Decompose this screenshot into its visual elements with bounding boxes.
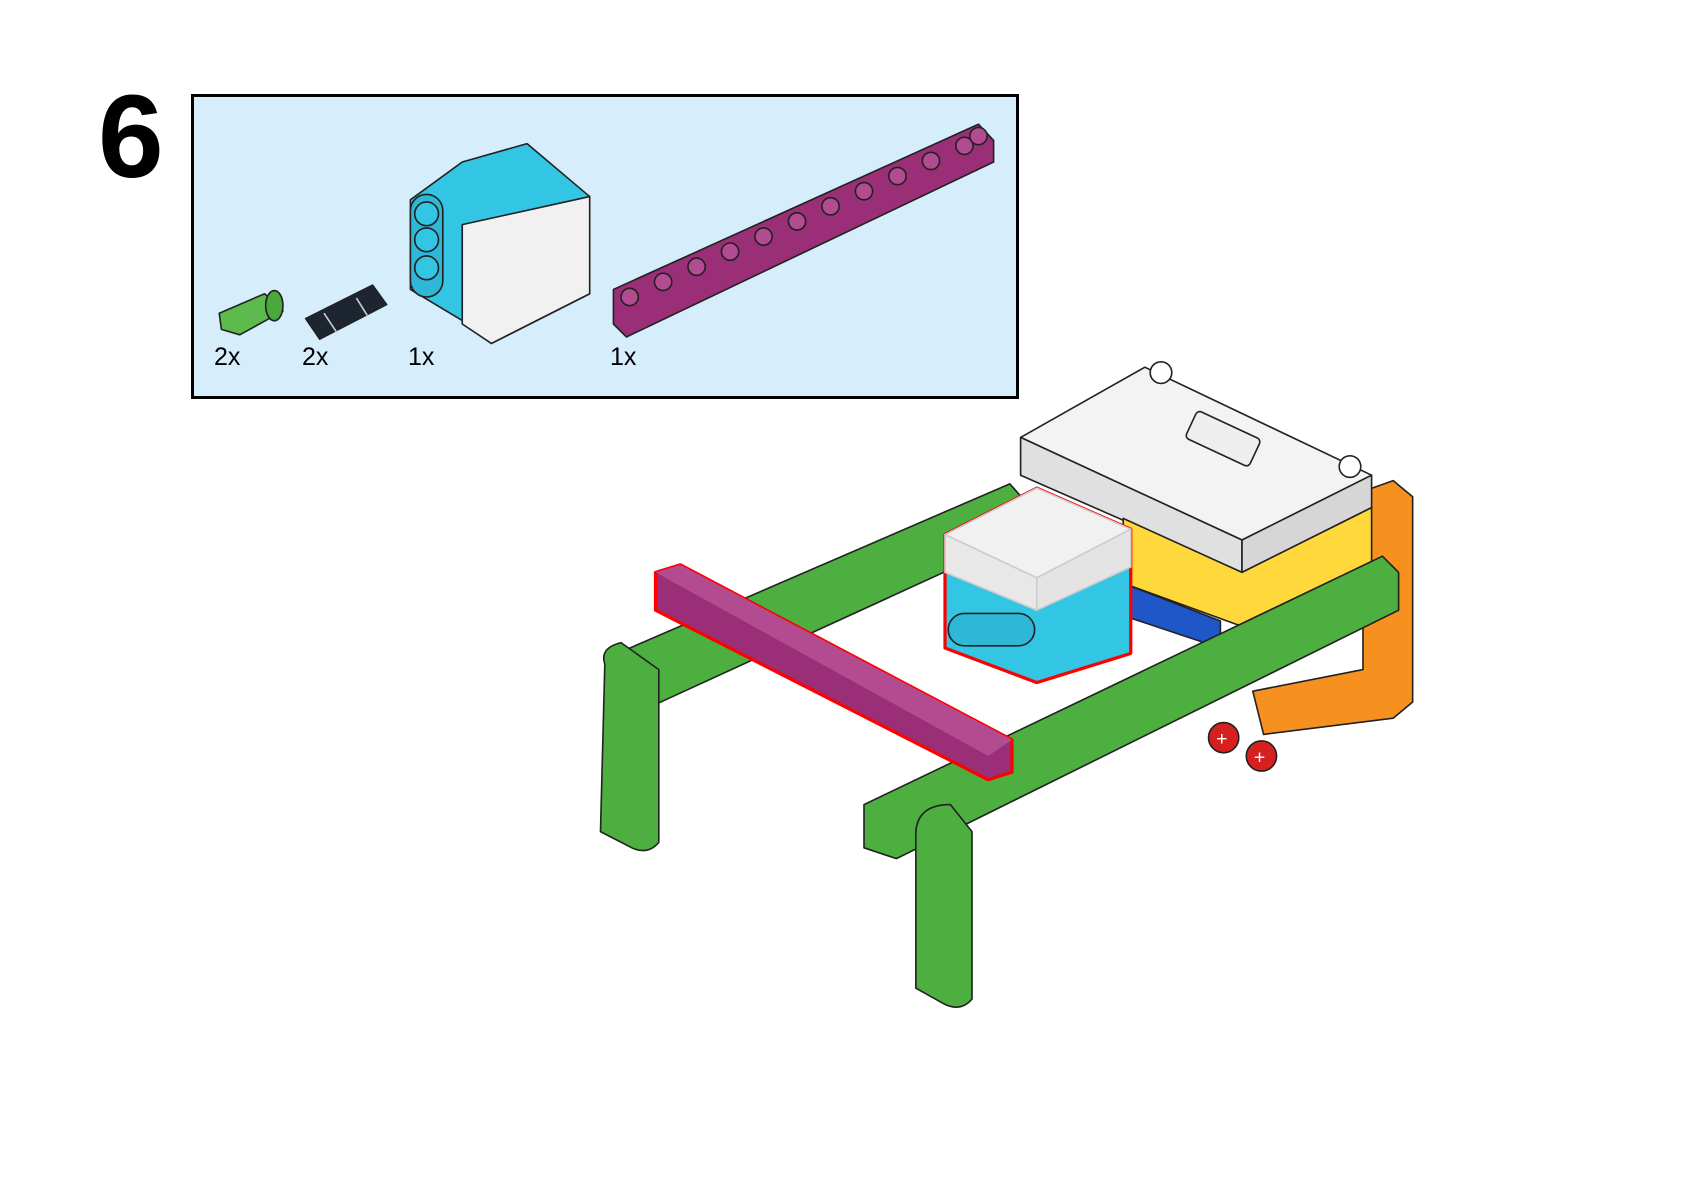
distance-sensor-highlighted [943, 486, 1133, 685]
orange-frame [1251, 479, 1414, 736]
beam-holes [620, 126, 988, 307]
part-count-sensor: 1x [408, 343, 435, 371]
magenta-beam-part [612, 123, 995, 338]
parts-list-box: 2x 2x 1x 1x [191, 94, 1019, 399]
green-pin-part [218, 289, 284, 336]
magenta-beam-highlighted [653, 563, 1014, 782]
part-count-black-pin: 2x [302, 343, 329, 371]
part-count-beam: 1x [610, 343, 637, 371]
step-number: 6 [98, 71, 164, 203]
svg-text:+: + [1216, 728, 1227, 750]
black-pin-part [304, 284, 388, 340]
part-count-green-pin: 2x [214, 343, 241, 371]
green-front-beam [863, 555, 1400, 860]
distance-sensor-part [409, 142, 591, 345]
green-front-leg [915, 803, 973, 1008]
hub [1019, 360, 1373, 649]
green-left-leg [599, 641, 660, 852]
svg-text:+: + [1254, 747, 1265, 769]
red-pins: + + [1207, 721, 1278, 772]
